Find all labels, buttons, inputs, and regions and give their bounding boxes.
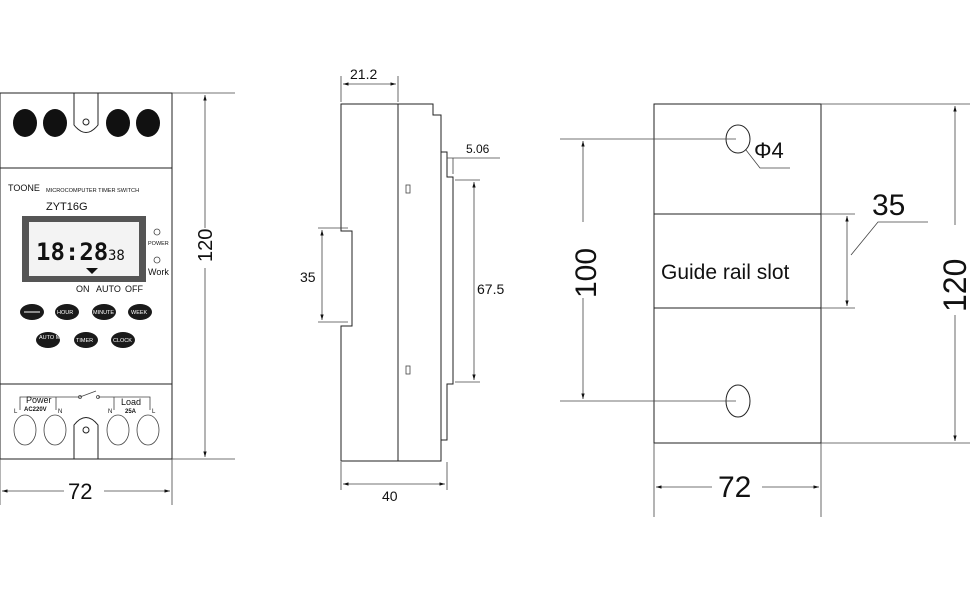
- button-hour[interactable]: HOUR: [55, 304, 79, 320]
- svg-text:TIMER: TIMER: [76, 338, 93, 344]
- brand-logo: TOONE: [8, 183, 40, 193]
- mode-on: ON: [76, 284, 90, 294]
- terminal-label-l2: L: [152, 409, 156, 415]
- back-view: Φ4 Guide rail slot 35 100 120 72: [560, 103, 970, 517]
- power-led-label: POWER: [148, 241, 169, 247]
- button-auto-manu[interactable]: AUTO MANU: [36, 332, 72, 348]
- wiring-schematic: [19, 390, 151, 410]
- side-top-dim: 21.2: [350, 66, 377, 82]
- lcd-time: 18:28: [36, 238, 108, 266]
- guide-rail-slot-label: Guide rail slot: [661, 261, 790, 284]
- power-led: [153, 228, 161, 236]
- lcd-screen: [29, 222, 139, 276]
- mode-auto: AUTO: [96, 284, 121, 294]
- button-week[interactable]: WEEK: [128, 304, 152, 320]
- terminal-label-l1: L: [14, 409, 18, 415]
- top-mount-tab: [73, 93, 99, 133]
- svg-text:CLOCK: CLOCK: [113, 338, 132, 344]
- front-width-dim: 72: [68, 479, 92, 504]
- load-spec: 25A: [125, 409, 137, 415]
- bottom-terminal-4: [136, 414, 160, 446]
- front-height-dim: 120: [195, 229, 217, 262]
- bottom-terminal-1: [13, 414, 37, 446]
- work-led-label: Work: [148, 267, 169, 277]
- front-view: TOONE MICROCOMPUTER TIMER SWITCH ZYT16G …: [0, 92, 235, 505]
- back-outline: [653, 103, 822, 444]
- button-reset[interactable]: [20, 304, 44, 320]
- side-outline: [340, 103, 454, 462]
- bottom-mount-tab: [73, 417, 99, 459]
- back-slot-dim: 35: [872, 189, 905, 222]
- lcd-mode-pointer: [86, 268, 98, 274]
- back-height-dim: 120: [937, 259, 970, 312]
- svg-text:MINUTE: MINUTE: [93, 310, 114, 316]
- bottom-terminal-2: [43, 414, 67, 446]
- button-timer[interactable]: TIMER: [74, 332, 98, 348]
- lcd-seconds: 38: [108, 248, 125, 264]
- side-inner-dim: 67.5: [477, 281, 504, 297]
- button-minute[interactable]: MINUTE: [92, 304, 116, 320]
- side-depth-dim: 40: [382, 488, 398, 504]
- power-label: Power: [26, 395, 52, 405]
- side-view: 21.2 5.06 35 67.5 40: [300, 66, 504, 504]
- side-step-dim: 5.06: [466, 142, 490, 156]
- side-rail-dim: 35: [300, 269, 316, 285]
- svg-text:HOUR: HOUR: [57, 310, 73, 316]
- bottom-terminal-3: [106, 414, 130, 446]
- back-holes-dim: 100: [570, 248, 603, 298]
- work-led: [153, 256, 161, 264]
- button-clock[interactable]: CLOCK: [111, 332, 135, 348]
- top-terminal-4: [136, 109, 160, 137]
- top-terminal-3: [106, 109, 130, 137]
- power-spec: AC220V: [24, 407, 47, 413]
- mode-off: OFF: [125, 284, 143, 294]
- svg-text:AUTO MANU: AUTO MANU: [39, 335, 72, 341]
- top-terminal-2: [43, 109, 67, 137]
- product-header: MICROCOMPUTER TIMER SWITCH: [46, 188, 139, 194]
- front-body: [0, 92, 173, 460]
- top-terminal-1: [13, 109, 37, 137]
- terminal-label-n1: N: [58, 409, 62, 415]
- model-name: ZYT16G: [46, 201, 88, 213]
- load-label: Load: [121, 397, 141, 407]
- top-mount-hole: [82, 118, 90, 126]
- svg-text:WEEK: WEEK: [131, 310, 148, 316]
- hole-diameter-label: Φ4: [754, 138, 784, 163]
- back-width-dim: 72: [718, 471, 751, 504]
- terminal-label-n2: N: [108, 409, 112, 415]
